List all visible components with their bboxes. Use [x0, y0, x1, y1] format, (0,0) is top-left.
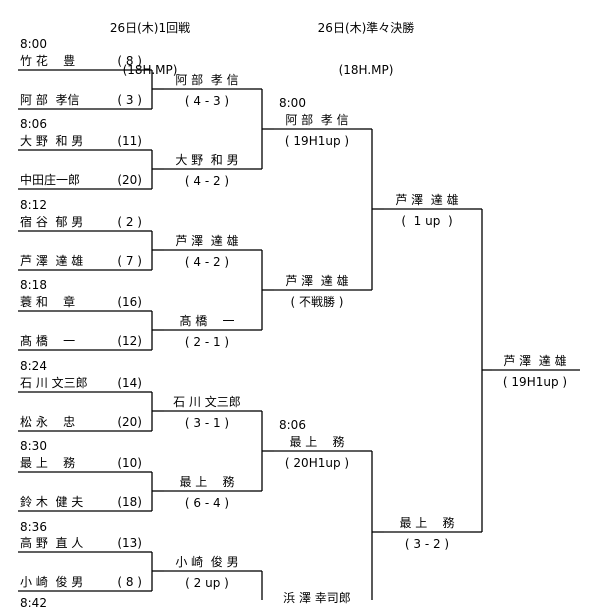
round1-score: ( 6 - 4 ) [184, 496, 230, 510]
qf-winner-name: 阿 部 孝 信 [285, 113, 349, 127]
match-time: 8:36 [20, 520, 47, 534]
qf-winner-name: 芦 澤 達 雄 [285, 274, 349, 288]
quarterfinal-header: 26日(木)準々決勝 (18H.MP) [317, 21, 415, 77]
player-name: 宿 谷 郁 男 [20, 215, 84, 229]
qf-score: ( 不戦勝 ) [290, 295, 344, 309]
round1-header: 26日(木)1回戦 (18H.MP) [109, 21, 191, 77]
sf-score: ( 1 up ) [401, 214, 453, 228]
player-seed: (10) [117, 456, 142, 470]
match-time: 8:12 [20, 198, 47, 212]
round1-winner-name: 阿 部 孝 信 [175, 73, 239, 87]
player-seed: (13) [117, 536, 142, 550]
match-time: 8:24 [20, 359, 47, 373]
player-seed: (14) [117, 376, 142, 390]
round1-score: ( 4 - 2 ) [184, 174, 230, 188]
player-name: 松 永 忠 [20, 415, 76, 429]
player-name: 高 野 直 人 [20, 536, 84, 550]
player-seed: (11) [117, 134, 142, 148]
qf-score: ( 20H1up ) [284, 456, 350, 470]
player-seed: (20) [117, 415, 142, 429]
round1-winner-name: 髙 橋 一 [179, 314, 235, 328]
round1-score: ( 2 - 1 ) [184, 335, 230, 349]
player-seed: ( 8 ) [117, 54, 142, 68]
sf-winner-name: 最 上 務 [399, 516, 455, 530]
player-seed: ( 2 ) [117, 215, 142, 229]
qf-match-time: 8:00 [279, 96, 306, 110]
match-time: 8:30 [20, 439, 47, 453]
qf-winner-name: 最 上 務 [289, 435, 345, 449]
round1-score: ( 4 - 2 ) [184, 255, 230, 269]
round1-score: ( 2 up ) [185, 576, 229, 590]
player-name: 石 川 文三郎 [20, 376, 88, 390]
player-name: 小 崎 俊 男 [20, 575, 84, 589]
round1-winner-name: 小 崎 俊 男 [175, 555, 239, 569]
round1-winner-name: 大 野 和 男 [175, 153, 239, 167]
round1-winner-name: 石 川 文三郎 [173, 395, 241, 409]
final-winner-name: 芦 澤 達 雄 [503, 354, 567, 368]
round1-winner-name: 最 上 務 [179, 475, 235, 489]
sf-winner-name: 芦 澤 達 雄 [395, 193, 459, 207]
player-name: 蓑 和 章 [20, 295, 76, 309]
player-name: 阿 部 孝信 [20, 93, 80, 107]
player-seed: ( 7 ) [117, 254, 142, 268]
round1-winner-name: 芦 澤 達 雄 [175, 234, 239, 248]
round1-score: ( 3 - 1 ) [184, 416, 230, 430]
match-time: 8:18 [20, 278, 47, 292]
qf-match-time: 8:06 [279, 418, 306, 432]
player-name: 中田庄一郎 [20, 173, 81, 187]
player-seed: (16) [117, 295, 142, 309]
qf-winner-name: 浜 澤 幸司郎 [283, 591, 351, 605]
player-name: 大 野 和 男 [20, 134, 84, 148]
round1-score: ( 4 - 3 ) [184, 94, 230, 108]
sf-score: ( 3 - 2 ) [404, 537, 450, 551]
player-seed: (18) [117, 495, 142, 509]
player-seed: (12) [117, 334, 142, 348]
player-seed: (20) [117, 173, 142, 187]
player-name: 鈴 木 健 夫 [20, 495, 84, 509]
qf-score: ( 19H1up ) [284, 134, 350, 148]
player-name: 最 上 務 [20, 456, 76, 470]
match-time: 8:42 [20, 596, 47, 610]
match-time: 8:06 [20, 117, 47, 131]
final-score: ( 19H1up ) [502, 375, 568, 389]
match-time: 8:00 [20, 37, 47, 51]
player-name: 髙 橋 一 [20, 334, 76, 348]
player-name: 芦 澤 達 雄 [20, 254, 84, 268]
player-seed: ( 8 ) [117, 575, 142, 589]
player-seed: ( 3 ) [117, 93, 142, 107]
player-name: 竹 花 豊 [20, 54, 76, 68]
